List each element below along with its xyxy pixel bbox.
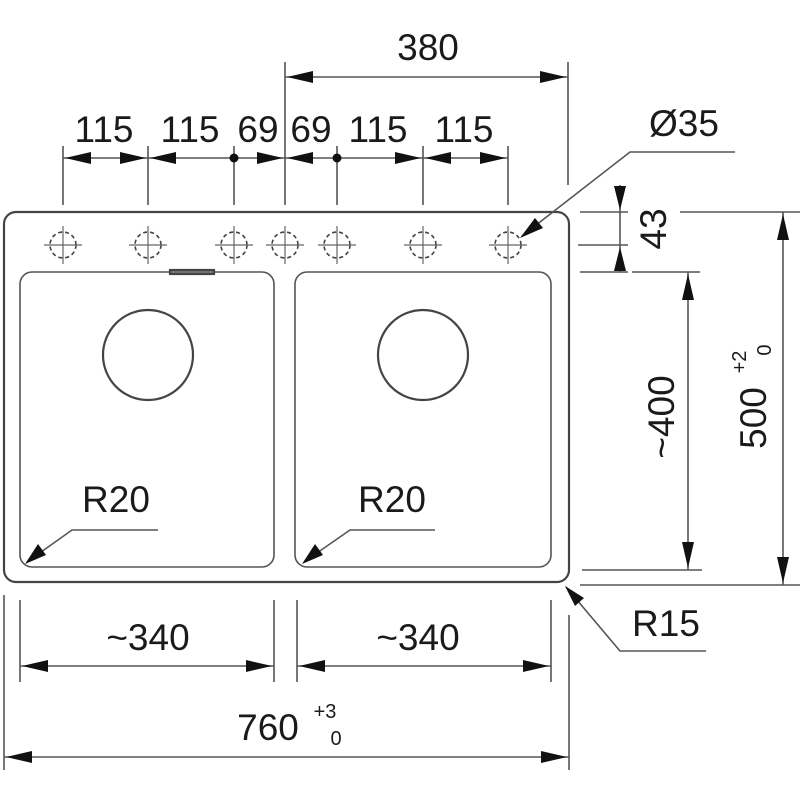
dim-tap-span: 380 xyxy=(284,27,569,205)
dim-edge-to-taps: 43 xyxy=(578,185,674,273)
bowl-right xyxy=(294,271,552,568)
tap-hole xyxy=(265,225,305,265)
tap-hole xyxy=(128,225,168,265)
dim-bowl-radius-right: R20 xyxy=(302,479,435,564)
spacing-label: 115 xyxy=(435,109,494,150)
tap-hole xyxy=(214,225,254,265)
overall-width-label: 760 xyxy=(237,707,299,748)
spacing-label: 115 xyxy=(161,109,220,150)
spacing-label: 115 xyxy=(349,109,408,150)
tap-hole xyxy=(43,225,83,265)
tap-diameter-label: Ø35 xyxy=(649,103,719,144)
overall-width-tol-lower: 0 xyxy=(330,728,341,750)
spacing-label: 69 xyxy=(237,109,278,150)
dim-bowl-width-right: ~340 xyxy=(296,600,552,682)
dim-overall-depth: 500 +2 0 xyxy=(580,211,800,586)
dim-bowl-radius-left: R20 xyxy=(25,479,158,564)
edge-to-taps-label: 43 xyxy=(633,208,674,249)
tap-holes xyxy=(43,225,528,265)
dim-tap-spacing: 115 115 69 69 115 115 xyxy=(62,109,509,205)
drain-left xyxy=(101,308,195,402)
overall-depth-tol-lower: 0 xyxy=(754,344,776,355)
sink-outer-edge xyxy=(2,210,571,584)
tap-hole xyxy=(403,225,443,265)
spacing-label: 115 xyxy=(75,109,134,150)
tap-hole xyxy=(317,225,357,265)
sink-outline xyxy=(2,210,571,584)
corner-radius-label: R15 xyxy=(632,603,700,644)
bowl-right-radius-label: R20 xyxy=(358,479,426,520)
dim-bowl-width-left: ~340 xyxy=(19,600,275,682)
dim-tap-diameter: Ø35 xyxy=(520,103,735,238)
bowl-left-radius-label: R20 xyxy=(82,479,150,520)
dim-bowl-depth: ~400 xyxy=(582,271,702,571)
bowl-left-width-label: ~340 xyxy=(106,617,189,658)
tap-hole xyxy=(488,225,528,265)
bowl-depth-label: ~400 xyxy=(641,375,682,458)
dim-tap-span-label: 380 xyxy=(397,27,459,68)
overall-width-tol-upper: +3 xyxy=(314,701,337,723)
dim-overall-width: 760 +3 0 xyxy=(3,595,570,770)
spacing-label: 69 xyxy=(290,109,331,150)
bowl-left xyxy=(19,271,275,568)
overflow-slot xyxy=(168,268,216,276)
overall-depth-tol-upper: +2 xyxy=(729,351,751,374)
dim-corner-radius: R15 xyxy=(565,586,706,652)
overall-depth-label: 500 xyxy=(733,387,774,449)
drain-right xyxy=(376,308,470,402)
bowl-right-width-label: ~340 xyxy=(376,617,459,658)
